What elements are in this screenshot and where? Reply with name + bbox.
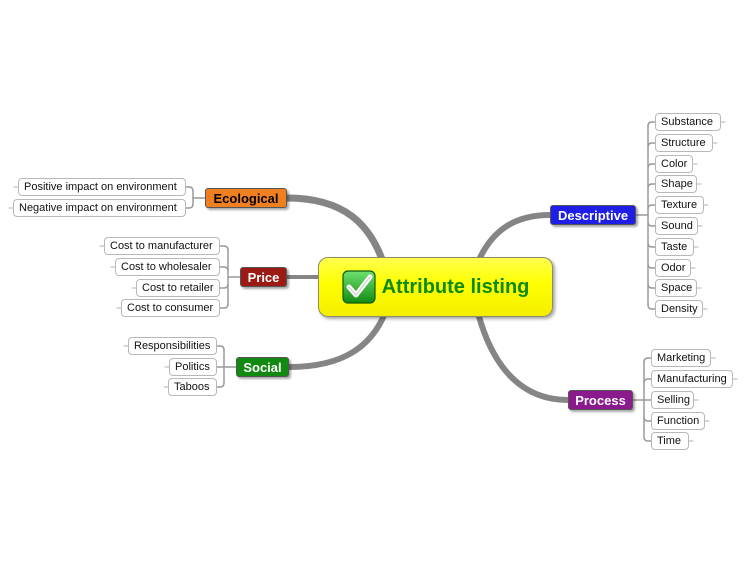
topic-politics[interactable]: Politics xyxy=(169,358,217,376)
topic-color[interactable]: Color xyxy=(655,155,693,173)
topic-odor[interactable]: Odor xyxy=(655,259,691,277)
topic-positive-impact[interactable]: Positive impact on environment xyxy=(18,178,186,196)
bracket-price-leaf-1 xyxy=(219,266,229,272)
topic-space[interactable]: Space xyxy=(655,279,697,297)
topic-negative-impact[interactable]: Negative impact on environment xyxy=(13,199,186,217)
central-topic[interactable]: Attribute listing xyxy=(318,257,553,317)
topic-taste[interactable]: Taste xyxy=(655,238,694,256)
topic-structure[interactable]: Structure xyxy=(655,134,713,152)
topic-shape[interactable]: Shape xyxy=(655,175,697,193)
bracket-process-leaf-0 xyxy=(643,357,652,363)
topic-time[interactable]: Time xyxy=(651,432,689,450)
checkmark-icon xyxy=(342,270,376,304)
topic-cost-to-consumer[interactable]: Cost to consumer xyxy=(121,299,220,317)
bracket-social-leaf-2 xyxy=(216,382,225,388)
topic-cost-to-manufacturer[interactable]: Cost to manufacturer xyxy=(104,237,220,255)
bracket-process-leaf-4 xyxy=(643,436,652,442)
topic-substance[interactable]: Substance xyxy=(655,113,721,131)
bracket-descriptive-leaf-6 xyxy=(647,242,656,248)
connector-process xyxy=(475,310,571,403)
bracket-descriptive-leaf-3 xyxy=(647,183,656,189)
topic-responsibilities[interactable]: Responsibilities xyxy=(128,337,217,355)
branch-social-label: Social xyxy=(243,359,282,375)
connector-social xyxy=(286,310,388,370)
branch-ecological[interactable]: Ecological xyxy=(205,188,287,208)
topic-density[interactable]: Density xyxy=(655,300,703,318)
bracket-descriptive-leaf-4 xyxy=(647,204,656,210)
bracket-social-leaf-0 xyxy=(216,345,225,351)
bracket-descriptive-leaf-1 xyxy=(647,142,656,148)
topic-cost-to-wholesaler[interactable]: Cost to wholesaler xyxy=(115,258,220,276)
bracket-process-leaf-3 xyxy=(643,416,652,422)
branch-descriptive-label: Descriptive xyxy=(557,207,629,223)
topic-texture[interactable]: Texture xyxy=(655,196,704,214)
topic-taboos[interactable]: Taboos xyxy=(168,378,217,396)
branch-process[interactable]: Process xyxy=(568,390,633,410)
central-topic-label: Attribute listing xyxy=(381,275,530,298)
bracket-descriptive-leaf-2 xyxy=(647,163,656,169)
bracket-ecological-leaf-0 xyxy=(185,186,194,192)
branch-process-label: Process xyxy=(575,392,626,408)
branch-price[interactable]: Price xyxy=(240,267,287,287)
branch-social[interactable]: Social xyxy=(236,357,289,377)
bracket-price-leaf-3 xyxy=(219,303,229,309)
connector-descriptive xyxy=(475,212,553,265)
bracket-descriptive-leaf-0 xyxy=(647,121,656,127)
bracket-price-leaf-2 xyxy=(219,283,229,289)
branch-price-label: Price xyxy=(247,269,280,285)
bracket-descriptive-leaf-9 xyxy=(647,304,656,310)
bracket-descriptive-leaf-8 xyxy=(647,283,656,289)
bracket-ecological-leaf-1 xyxy=(185,203,194,209)
bracket-process-leaf-1 xyxy=(643,378,652,384)
branch-descriptive[interactable]: Descriptive xyxy=(550,205,636,225)
branch-ecological-label: Ecological xyxy=(213,190,279,206)
bracket-descriptive-leaf-5 xyxy=(647,221,656,227)
topic-selling[interactable]: Selling xyxy=(651,391,694,409)
bracket-price-leaf-0 xyxy=(219,245,229,251)
topic-cost-to-retailer[interactable]: Cost to retailer xyxy=(136,279,220,297)
topic-sound[interactable]: Sound xyxy=(655,217,698,235)
topic-function[interactable]: Function xyxy=(651,412,705,430)
connector-ecological xyxy=(283,194,387,266)
topic-marketing[interactable]: Marketing xyxy=(651,349,711,367)
bracket-descriptive-leaf-7 xyxy=(647,263,656,269)
topic-manufacturing[interactable]: Manufacturing xyxy=(651,370,733,388)
